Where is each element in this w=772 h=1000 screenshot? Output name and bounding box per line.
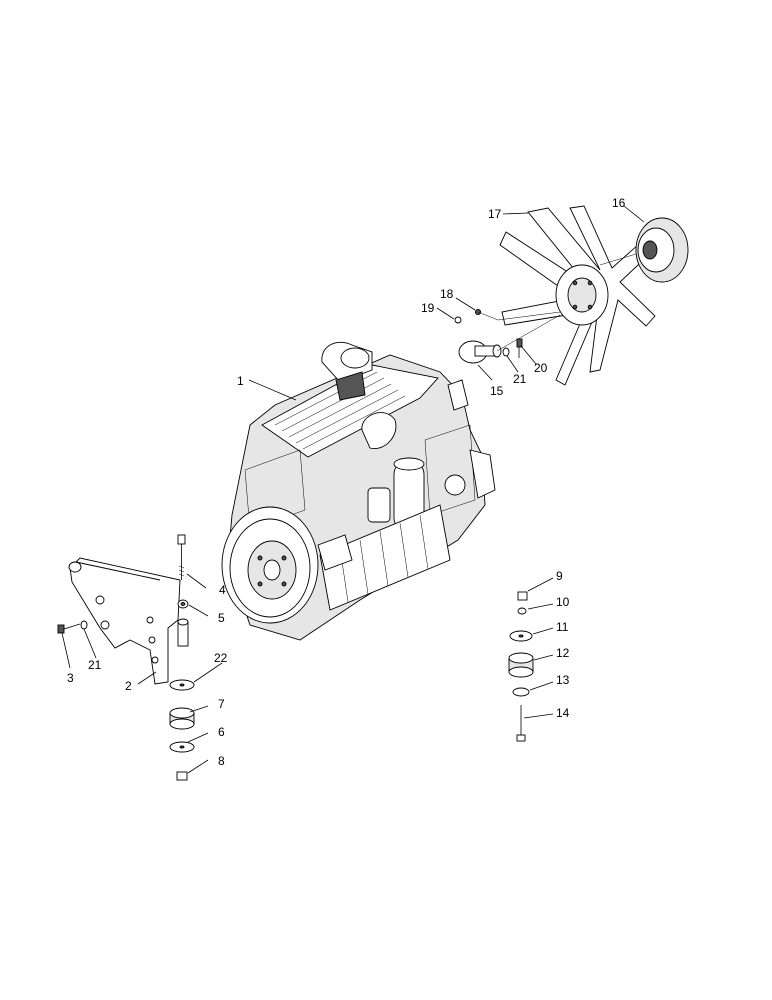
mount-nut-left	[176, 771, 188, 781]
engine-mount-bracket	[68, 557, 189, 685]
callout-1: 1	[237, 374, 244, 388]
callout-7: 7	[218, 697, 225, 711]
fan-washer	[454, 316, 462, 324]
mount-plate-left	[169, 679, 195, 691]
callout-2: 2	[125, 679, 132, 693]
spacer-bolt	[516, 338, 523, 358]
bracket-washer	[80, 620, 88, 630]
callout-10: 10	[556, 595, 570, 609]
callout-12: 12	[556, 646, 570, 660]
mount-plate-right	[509, 630, 533, 642]
mount-washer-lower-left	[169, 741, 195, 753]
callout-21-spacer: 21	[513, 372, 527, 386]
callout-13: 13	[556, 673, 570, 687]
fan-blade-assembly	[499, 205, 657, 386]
callout-20: 20	[534, 361, 548, 375]
callout-5: 5	[218, 611, 225, 625]
rubber-isolator-left	[169, 707, 195, 730]
callout-15: 15	[490, 384, 504, 398]
spacer-washer	[502, 347, 510, 357]
engine-assembly	[221, 341, 496, 641]
callout-18: 18	[440, 287, 454, 301]
mount-washer-left	[177, 599, 189, 609]
callout-22: 22	[214, 651, 228, 665]
callout-8: 8	[218, 754, 225, 768]
bracket-bolt	[57, 623, 81, 634]
fan-clutch	[599, 217, 689, 283]
leader-lines	[61, 205, 645, 774]
mount-nut-right	[517, 591, 528, 601]
callout-19: 19	[421, 301, 435, 315]
fan-spacer	[458, 340, 502, 364]
callout-11: 11	[556, 620, 569, 634]
rubber-isolator-right	[508, 652, 534, 678]
callout-3: 3	[67, 671, 74, 685]
callout-17: 17	[488, 207, 502, 221]
mount-bolt-left	[177, 534, 186, 580]
mount-bolt-right	[516, 705, 526, 742]
mount-washer-right	[517, 607, 527, 615]
mount-washer-lower-right	[512, 687, 530, 697]
callout-6: 6	[218, 725, 225, 739]
callout-4: 4	[219, 583, 226, 597]
callout-9: 9	[556, 569, 563, 583]
callout-16: 16	[612, 196, 626, 210]
callout-21-bracket: 21	[88, 658, 102, 672]
callout-labels: 1 2 3 4 5 6 7 8 9 10 11 12 13 14 15 16 1…	[67, 196, 626, 768]
callout-14: 14	[556, 706, 570, 720]
